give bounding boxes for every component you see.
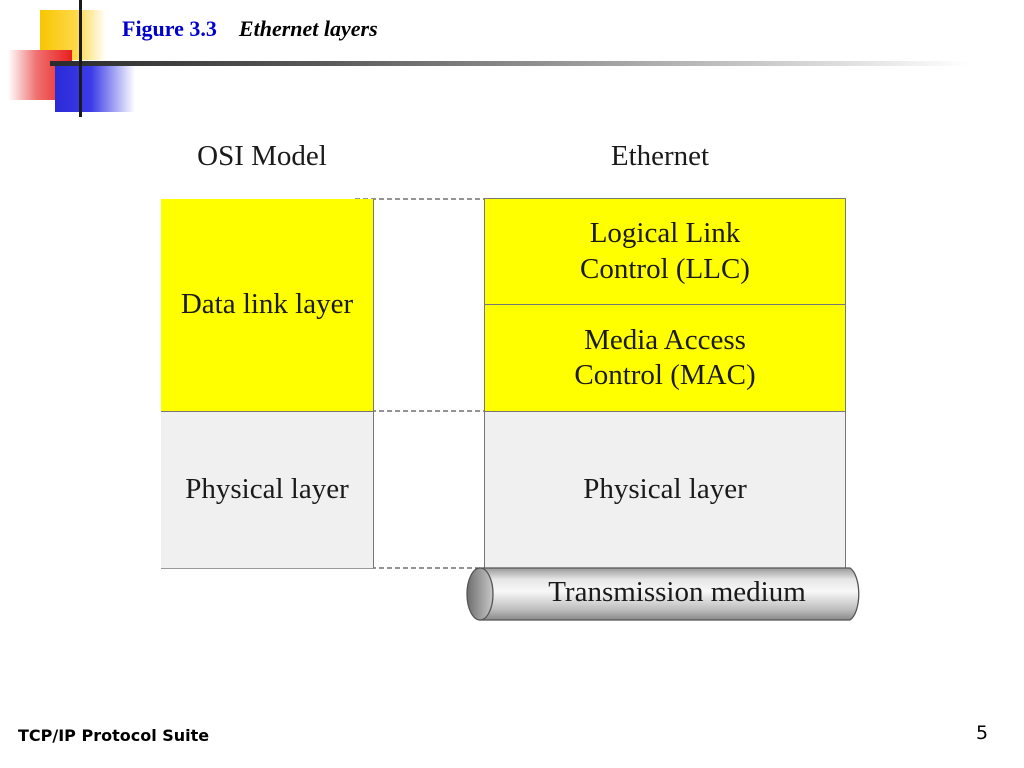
figure-title: Figure 3.3 Ethernet layers <box>122 16 378 42</box>
ethernet-llc-sublayer: Logical Link Control (LLC) <box>484 198 846 305</box>
ethernet-physical-layer: Physical layer <box>484 412 846 569</box>
ethernet-heading: Ethernet <box>610 140 710 172</box>
osi-physical-layer: Physical layer <box>161 412 374 569</box>
figure-caption: Ethernet layers <box>238 16 378 41</box>
page-number: 5 <box>976 722 989 744</box>
header-rule <box>50 61 970 66</box>
mac-label-line2: Control (MAC) <box>574 359 756 391</box>
osi-physical-label: Physical layer <box>185 473 349 506</box>
mac-label-line1: Media Access <box>584 323 746 356</box>
osi-data-link-label: Data link layer <box>180 288 354 321</box>
header-blue-square <box>55 62 135 112</box>
ethernet-mac-sublayer: Media Access Control (MAC) <box>484 305 846 412</box>
footer-suite-name: TCP/IP Protocol Suite <box>18 726 210 745</box>
osi-model-heading: OSI Model <box>197 140 327 172</box>
ethernet-physical-label: Physical layer <box>583 473 747 506</box>
figure-label: Figure 3.3 <box>122 16 217 41</box>
llc-label-line1: Logical Link <box>589 217 741 250</box>
transmission-medium-label: Transmission medium <box>548 576 806 608</box>
llc-label-line2: Control (LLC) <box>580 252 750 285</box>
transmission-medium-cylinder <box>466 567 860 621</box>
cylinder-end-cap <box>466 567 494 621</box>
osi-data-link-layer: Data link layer <box>161 199 374 412</box>
header-vertical-rule <box>79 0 82 117</box>
